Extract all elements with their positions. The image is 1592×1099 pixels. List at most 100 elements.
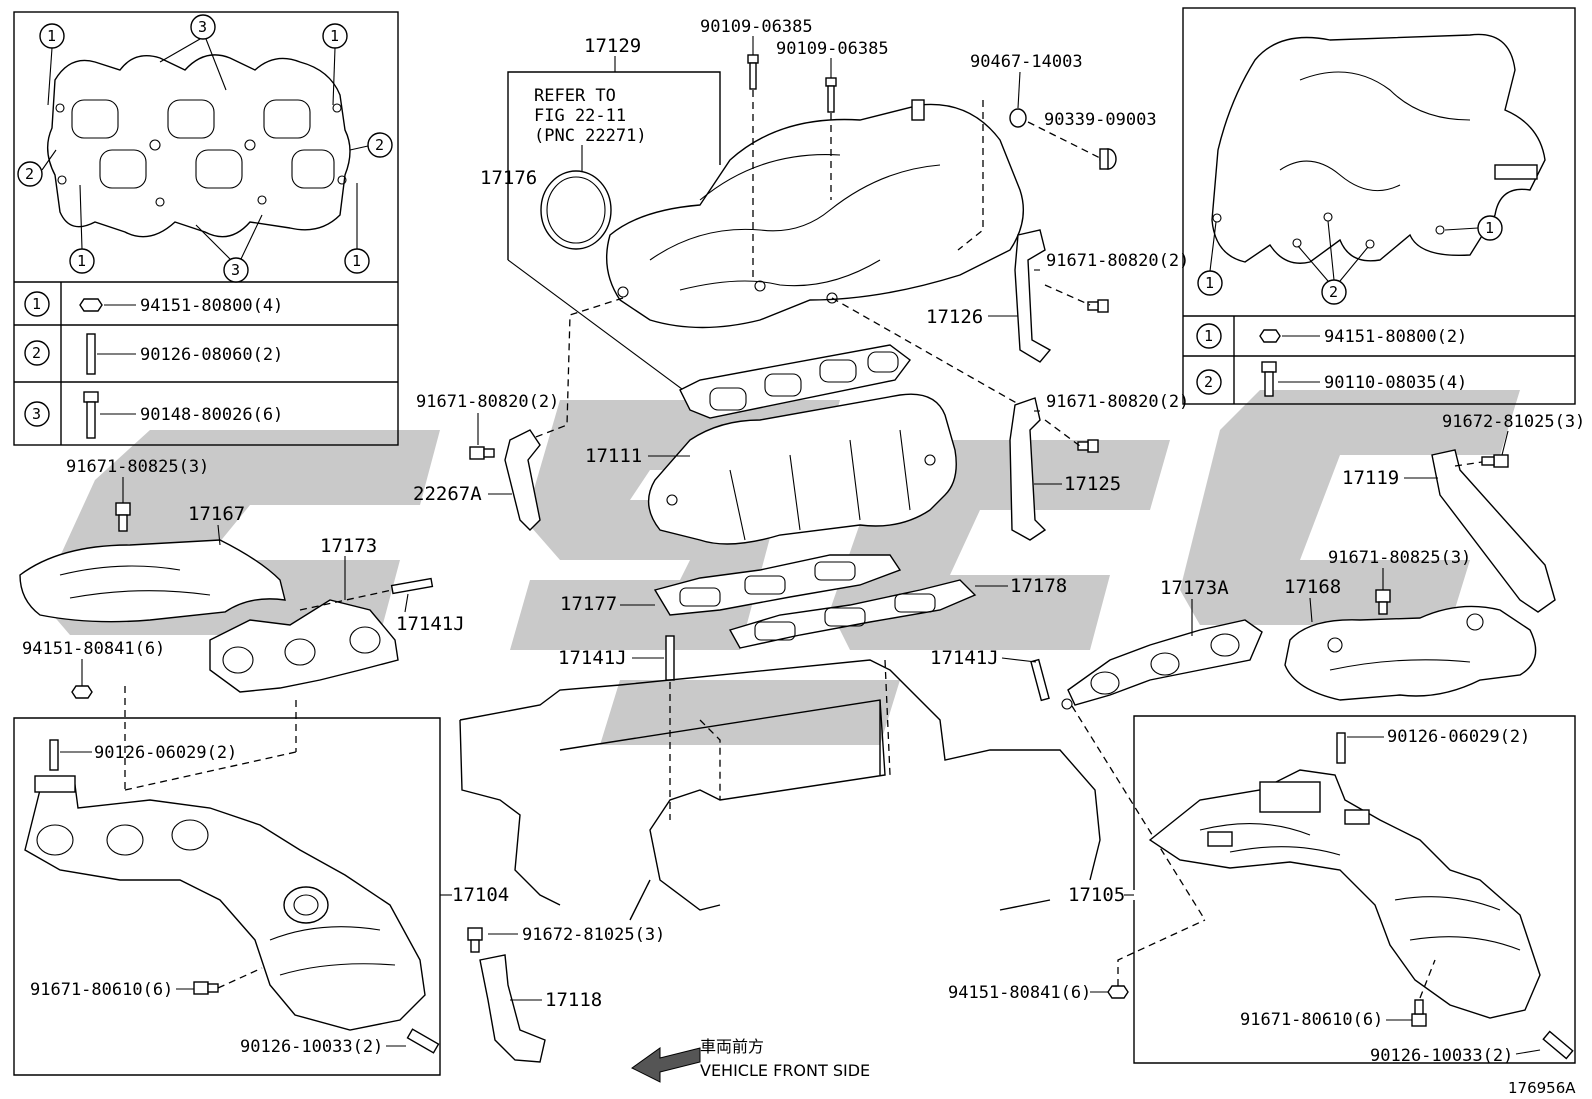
part-17129: 17129 [584,35,641,57]
nut-94151-b [1107,985,1129,999]
bracket-17125 [1009,397,1047,541]
svg-text:90148-80026(6): 90148-80026(6) [140,405,283,425]
svg-text:1: 1 [47,27,56,45]
svg-text:(PNC 22271): (PNC 22271) [534,126,647,146]
part-91672-81025-a: 91672-81025(3) [1442,412,1585,432]
o-ring-17176 [540,170,612,250]
bolt-91671-c [1077,439,1099,453]
callout-1-top-left: 1 [39,23,65,106]
nut-94151-a [71,685,93,699]
svg-text:2: 2 [375,136,384,154]
callout-1-left: 1 [1197,221,1223,296]
part-90339-09003: 90339-09003 [1044,110,1157,130]
svg-text:1: 1 [1205,274,1214,292]
table-row: 1 94151-80800(2) [1196,323,1467,349]
stud-icon [86,333,96,375]
figure-id: 176956A [1508,1079,1576,1097]
nut-icon [79,298,103,312]
svg-text:3: 3 [32,405,41,423]
callout-1-top-right: 1 [322,23,348,106]
callout-3-top: 3 [159,14,227,91]
gasket-17129 [679,344,911,419]
svg-text:REFER TO: REFER TO [534,86,616,106]
callout-1-bottom-right: 1 [344,183,370,274]
part-91671-80820-c: 91671-80820(2) [1046,392,1189,412]
part-17119: 17119 [1342,467,1399,489]
bracket-17126 [1014,229,1052,363]
callout-2-right: 2 [349,132,393,158]
part-90126-10033-a: 90126-10033(2) [240,1037,383,1057]
svg-text:2: 2 [25,165,34,183]
svg-text:2: 2 [32,344,41,362]
part-91672-81025-b: 91672-81025(3) [522,925,665,945]
exhaust-manifold-17105 [1148,769,1541,1019]
part-90109-06385-b: 90109-06385 [776,39,889,59]
table-row: 1 94151-80800(4) [24,291,283,317]
bolt-91671-b [469,446,495,460]
exhaust-manifold-17104-box: 90126-06029(2) 91671-80610(6) 90126-1003… [13,717,441,1076]
svg-text:3: 3 [231,261,240,279]
gasket-17178 [728,579,977,649]
exhaust-gasket-17173a [1067,619,1263,706]
svg-text:1: 1 [1204,327,1213,345]
callout-1-bottom-left: 1 [69,184,95,274]
cap-90339 [1099,148,1117,170]
part-22267a: 22267A [413,483,482,505]
stud-90126-06029-b [1336,732,1346,764]
front-arrow-icon [631,1047,701,1083]
refer-note: REFER TO FIG 22-11 (PNC 22271) [507,71,721,260]
heat-insulator-17167 [19,539,286,623]
part-91671-80610-a: 91671-80610(6) [30,980,173,1000]
vehicle-front-note: 車両前方 VEHICLE FRONT SIDE [631,1037,870,1083]
svg-text:FIG 22-11: FIG 22-11 [534,106,626,126]
svg-text:1: 1 [352,252,361,270]
svg-text:2: 2 [1329,283,1338,301]
part-17125: 17125 [1064,473,1121,495]
part-17141j-c: 17141J [930,647,999,669]
bracket-17118 [479,954,546,1063]
part-17173: 17173 [320,535,377,557]
bolt-icon [83,391,99,403]
stud-17141j-b [665,635,675,681]
bolt-91671-a [1087,299,1109,313]
stud-90126-10033-a [406,1028,440,1054]
part-17168: 17168 [1284,576,1341,598]
clamp-90467 [1009,108,1027,128]
heat-insulator-17168 [1284,605,1537,701]
inset-right: 1 1 2 1 94151-80800(2) 2 90110-08035(4) [1182,7,1576,405]
bracket-17119 [1431,449,1556,613]
part-90126-06029-b: 90126-06029(2) [1387,727,1530,747]
part-90109-06385-a: 90109-06385 [700,17,813,37]
svg-text:3: 3 [198,18,207,36]
bolt-91672-a [1481,454,1509,468]
part-91671-80825-a: 91671-80825(3) [66,457,209,477]
front-note-en: VEHICLE FRONT SIDE [700,1061,870,1080]
part-90126-10033-b: 90126-10033(2) [1370,1046,1513,1066]
callout-3-bottom: 3 [195,214,263,283]
stud-90126-10033-b [1542,1030,1574,1060]
bolt-91671-80610-b [1411,999,1427,1027]
svg-text:1: 1 [1485,219,1494,237]
engine-block-outline [459,659,1101,921]
gasket-17177 [653,554,902,616]
intake-plenum-drawing [1211,33,1546,264]
svg-text:1: 1 [77,252,86,270]
bolt-90109-a [747,54,759,90]
stud-90126-06029-a [49,739,59,771]
svg-text:90126-08060(2): 90126-08060(2) [140,345,283,365]
svg-text:1: 1 [32,295,41,313]
part-17177: 17177 [560,593,617,615]
nut-icon [1259,329,1281,343]
table-row: 2 90110-08035(4) [1196,361,1467,397]
part-17105: 17105 [1068,884,1125,906]
part-17141j-b: 17141J [558,647,627,669]
part-17141j-a: 17141J [396,613,465,635]
part-17126: 17126 [926,306,983,328]
exhaust-gasket-17173 [209,599,399,693]
callout-2: 2 [1297,220,1369,305]
part-17118: 17118 [545,989,602,1011]
table-row: 2 90126-08060(2) [24,333,283,375]
bolt-91671-80610-a [193,981,219,995]
part-94151-80841-a: 94151-80841(6) [22,639,165,659]
bolt-91672-b [467,927,483,953]
